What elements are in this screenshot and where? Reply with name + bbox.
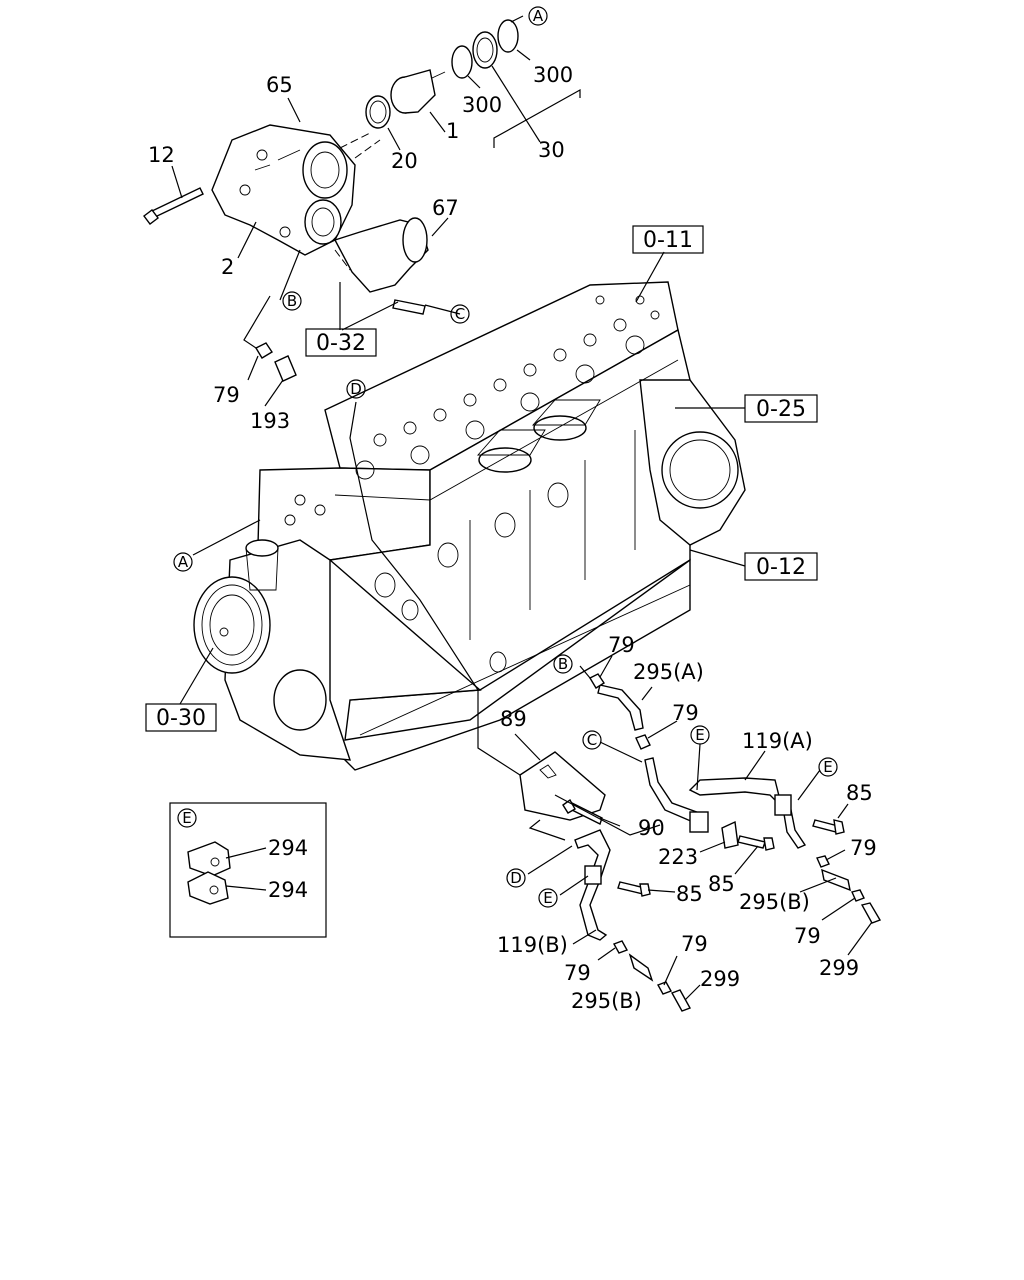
engine-block-drawing [193,281,746,771]
circle-marker-label: E [823,758,832,776]
part-label: 90 [638,816,665,840]
part-label: 295(A) [633,660,704,684]
reference-box-label: 0-30 [156,706,206,731]
circle-marker-label: C [455,305,465,323]
circle-marker-label: A [533,7,544,25]
circle-marker-label: E [695,726,704,744]
coolant-pipes-drawing [477,673,882,1012]
reference-box-label: 0-11 [643,228,693,253]
part-label: 65 [266,73,293,97]
circle-marker-label: B [287,292,297,310]
part-label: 119(B) [497,933,568,957]
part-label: 1 [446,119,459,143]
part-label: 79 [564,961,591,985]
reference-box-label: 0-25 [756,397,806,422]
part-label: 295(B) [571,989,642,1013]
part-label: 67 [432,196,459,220]
part-label: 12 [148,143,175,167]
part-label: 85 [708,872,735,896]
part-label: 79 [672,701,699,725]
part-label: 300 [533,63,573,87]
part-label: 79 [681,932,708,956]
reference-box-label: 0-12 [756,555,806,580]
part-label: 89 [500,707,527,731]
circle-marker-label: E [543,889,552,907]
part-label: 79 [608,633,635,657]
part-label: 20 [391,149,418,173]
part-label: 299 [700,967,740,991]
circle-marker-label: C [587,731,597,749]
part-label: 294 [268,878,308,902]
circle-marker-label: B [558,655,568,673]
reference-box-label: 0-32 [316,331,366,356]
part-label: 2 [221,255,234,279]
part-label: 299 [819,956,859,980]
part-label: 223 [658,845,698,869]
reference-boxes: 0-11 0-32 0-25 0-12 0-30 [145,225,818,732]
leader-lines [171,15,873,1001]
part-label: 294 [268,836,308,860]
part-label: 79 [850,836,877,860]
circle-marker-label: E [182,809,191,827]
circle-marker-label: D [510,869,522,887]
part-label: 79 [213,383,240,407]
part-label: 85 [846,781,873,805]
part-label: 300 [462,93,502,117]
part-label: 193 [250,409,290,433]
thermostat-housing-drawing [143,19,519,382]
part-label: 85 [676,882,703,906]
part-label: 295(B) [739,890,810,914]
part-labels: 300 300 300 1 20 30 65 12 2 67 79 193 79… [148,63,877,1013]
part-label: 30 [538,138,565,162]
part-label: 119(A) [742,729,813,753]
circle-marker-label: D [350,380,362,398]
circle-markers: A B C D A B C E E D E E [173,6,838,908]
part-label: 79 [794,924,821,948]
circle-marker-label: A [178,553,189,571]
inset-detail-e [169,802,327,938]
